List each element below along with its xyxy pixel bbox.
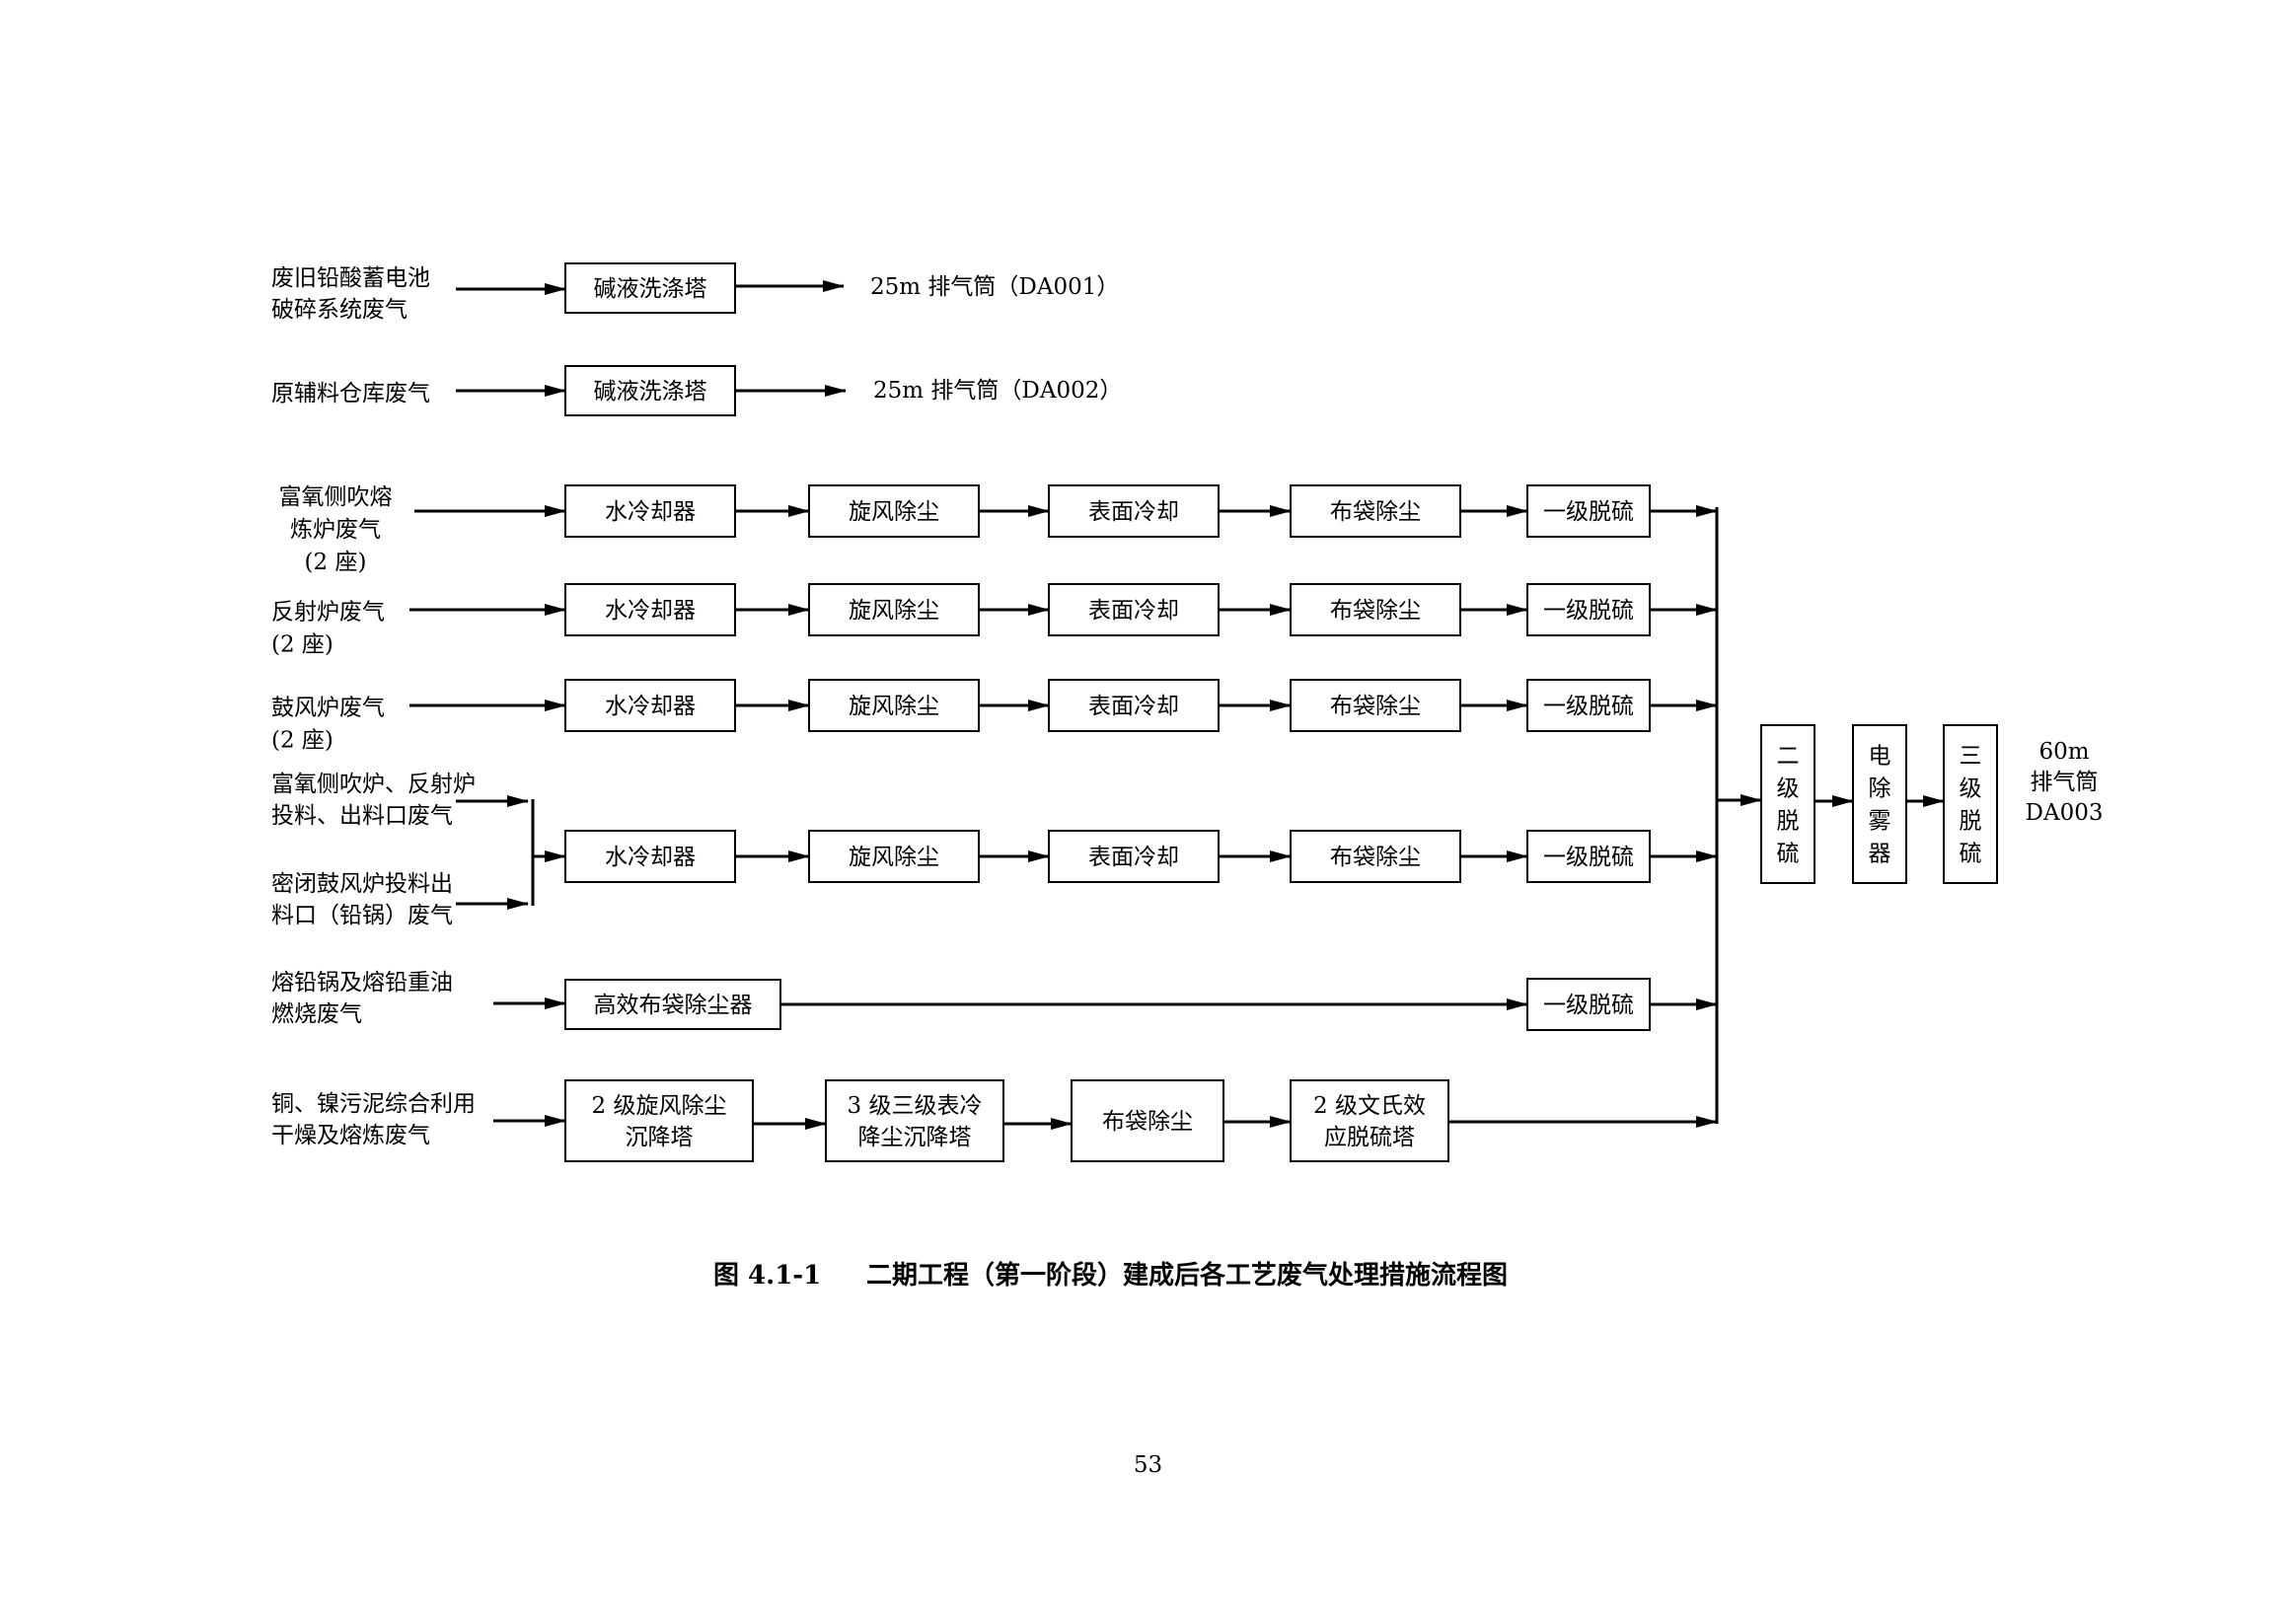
two-stage-cyclone [564,1079,754,1162]
row-blast-furnace-primary-desulf-label: 一级脱硫 [1543,694,1634,719]
row-sludge-bag-filter [1071,1079,1224,1162]
row-reverberatory-bag-filter-label: 布袋除尘 [1330,598,1421,624]
row-oxygen-furnace-surface-cooling [1048,484,1220,538]
row-reverberatory-water-cooler-label: 水冷却器 [605,598,696,624]
caption-title: 二期工程（第一阶段）建成后各工艺废气处理措施流程图 [866,1261,1509,1291]
row-oxygen-furnace-cyclone [808,484,980,538]
alkali-scrubber-2-label: 碱液洗涤塔 [594,379,707,405]
row-oxygen-furnace-primary-desulf [1526,484,1651,538]
row-lead-pot-primary-desulf-label: 一级脱硫 [1543,993,1634,1018]
row-reverberatory-water-cooler [564,583,736,636]
page-number: 53 [1133,1452,1163,1478]
row-feed-ports-cyclone [808,830,980,883]
row-reverberatory-bag-filter [1290,583,1461,636]
secondary-desulf [1760,724,1815,884]
three-stage-cooler-label: 3 级三级表冷降尘沉降塔 [848,1093,983,1150]
source-sealed-blast-furnace-ports: 密闭鼓风炉投料出料口（铅锅）废气 [271,871,453,928]
row-blast-furnace-surface-cooling-label: 表面冷却 [1088,694,1179,719]
hi-eff-bag-filter-label: 高效布袋除尘器 [594,993,753,1018]
row-oxygen-furnace-bag-filter [1290,484,1461,538]
row-reverberatory-cyclone [808,583,980,636]
secondary-desulf-label: 二级脱硫 [1777,744,1800,867]
source-lead-pot-combustion: 熔铅锅及熔铅重油燃烧废气 [271,970,453,1027]
source-blast-furnace: 鼓风炉废气(2 座) [271,696,385,754]
outlet-da002: 25m 排气筒（DA002） [873,378,1122,404]
row-blast-furnace-water-cooler-label: 水冷却器 [605,694,696,719]
row-reverberatory-primary-desulf-label: 一级脱硫 [1543,598,1634,624]
row-oxygen-furnace-primary-desulf-label: 一级脱硫 [1543,499,1634,525]
row-feed-ports-water-cooler [564,830,736,883]
row-feed-ports-surface-cooling [1048,830,1220,883]
caption-number: 图 4.1-1 [713,1261,822,1291]
row-oxygen-furnace-water-cooler-label: 水冷却器 [605,499,696,525]
source-cu-ni-sludge: 铜、镍污泥综合利用干燥及熔炼废气 [271,1091,476,1148]
row-blast-furnace-cyclone-label: 旋风除尘 [849,694,939,719]
row-blast-furnace-surface-cooling [1048,679,1220,732]
row-blast-furnace-cyclone [808,679,980,732]
source-reverberatory-furnace: 反射炉废气(2 座) [271,600,385,658]
alkali-scrubber-1 [564,262,736,314]
two-stage-cyclone-label: 2 级旋风除尘沉降塔 [592,1093,727,1150]
row-feed-ports-cyclone-label: 旋风除尘 [849,845,939,870]
row-feed-ports-primary-desulf-label: 一级脱硫 [1543,845,1634,870]
source-feed-discharge-ports: 富氧侧吹炉、反射炉投料、出料口废气 [271,772,476,829]
row-feed-ports-bag-filter [1290,830,1461,883]
row-feed-ports-water-cooler-label: 水冷却器 [605,845,696,870]
row-blast-furnace-water-cooler [564,679,736,732]
row-sludge-bag-filter-label: 布袋除尘 [1102,1109,1193,1135]
alkali-scrubber-1-label: 碱液洗涤塔 [594,276,707,302]
row-oxygen-furnace-bag-filter-label: 布袋除尘 [1330,499,1421,525]
row-blast-furnace-bag-filter [1290,679,1461,732]
row-blast-furnace-primary-desulf [1526,679,1651,732]
row-lead-pot-primary-desulf [1526,978,1651,1031]
row-reverberatory-surface-cooling [1048,583,1220,636]
row-oxygen-furnace-water-cooler [564,484,736,538]
row-feed-ports-primary-desulf [1526,830,1651,883]
electro-demister [1852,724,1907,884]
row-reverberatory-primary-desulf [1526,583,1651,636]
row-blast-furnace-bag-filter-label: 布袋除尘 [1330,694,1421,719]
row-feed-ports-surface-cooling-label: 表面冷却 [1088,845,1179,870]
source-battery-crushing: 废旧铅酸蓄电池破碎系统废气 [271,265,430,323]
outlet-da001: 25m 排气筒（DA001） [870,274,1119,300]
tertiary-desulf [1943,724,1998,884]
tertiary-desulf-label: 三级脱硫 [1960,744,1982,867]
row-feed-ports-bag-filter-label: 布袋除尘 [1330,845,1421,870]
two-stage-venturi-label: 2 级文氏效应脱硫塔 [1313,1093,1426,1150]
row-reverberatory-cyclone-label: 旋风除尘 [849,598,939,624]
row-oxygen-furnace-surface-cooling-label: 表面冷却 [1088,499,1179,525]
hi-eff-bag-filter [564,979,781,1030]
row-oxygen-furnace-cyclone-label: 旋风除尘 [849,499,939,525]
two-stage-venturi [1290,1079,1449,1162]
alkali-scrubber-2 [564,365,736,416]
source-raw-material-warehouse: 原辅料仓库废气 [271,381,430,406]
three-stage-cooler [825,1079,1004,1162]
row-reverberatory-surface-cooling-label: 表面冷却 [1088,598,1179,624]
electro-demister-label: 电除雾器 [1869,744,1891,867]
source-oxygen-side-blown-furnace: 富氧侧吹熔炼炉废气(2 座) [279,484,393,575]
